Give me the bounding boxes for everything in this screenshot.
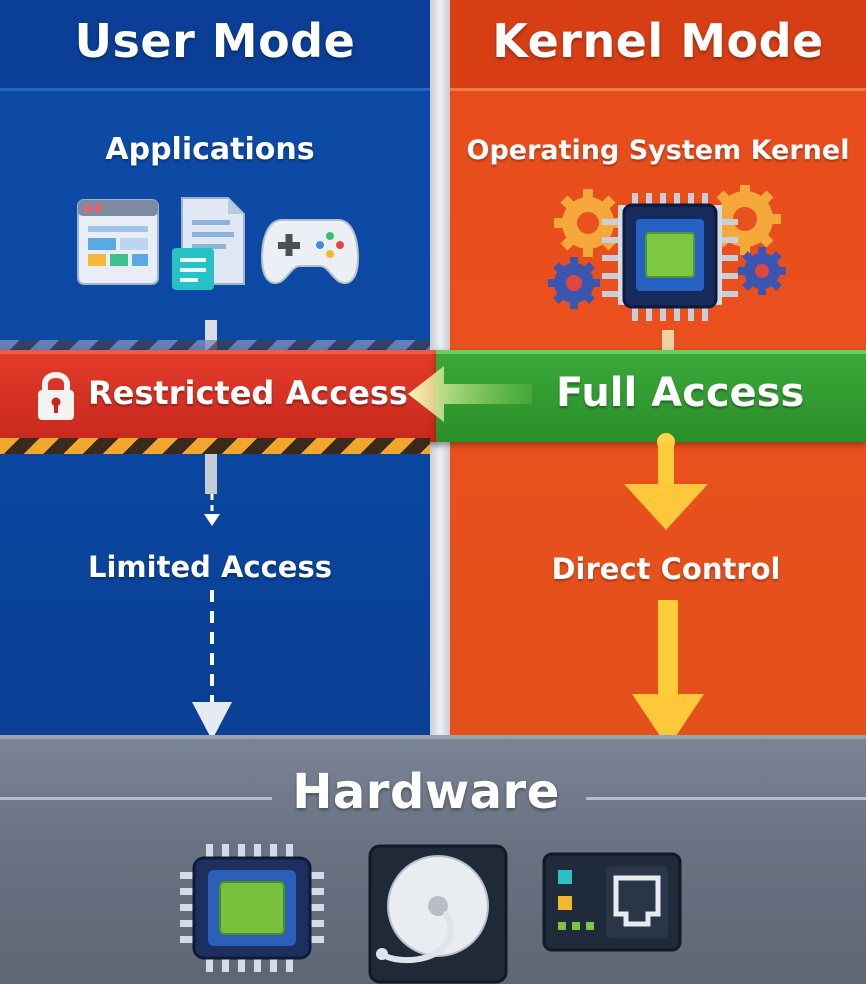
- restricted-access-bar: Restricted Access: [0, 350, 440, 442]
- kernel-mode-title: Kernel Mode: [492, 14, 824, 68]
- lock-icon: [38, 372, 74, 420]
- direct-control-arrow-bottom-icon: [632, 600, 704, 748]
- direct-control-label: Direct Control: [551, 552, 781, 586]
- limited-access-small-arrow-icon: [204, 494, 220, 526]
- limited-access-arrow-icon: [192, 590, 232, 740]
- restricted-bar-stripes: [0, 438, 430, 454]
- kernel-chip-with-gears-icon: [548, 185, 786, 321]
- user-mode-header: User Mode: [0, 0, 430, 91]
- document-icon: [172, 197, 245, 290]
- direct-control-arrow-top-icon: [624, 433, 708, 530]
- limited-access-stem: [205, 454, 217, 494]
- browser-window-icon: [77, 199, 159, 285]
- hardware-rule-right: [586, 797, 866, 800]
- gamepad-icon: [260, 219, 360, 284]
- network-port-icon: [542, 852, 682, 952]
- cpu-icon: [180, 844, 324, 972]
- left-arrow-icon: [408, 366, 532, 422]
- kernel-section-label: Operating System Kernel: [466, 135, 850, 166]
- applications-label: Applications: [105, 132, 315, 167]
- kernel-mode-header: Kernel Mode: [450, 0, 866, 91]
- user-mode-title: User Mode: [74, 14, 356, 68]
- hardware-rule-left: [0, 797, 272, 800]
- restricted-bar-top-stripes: [0, 340, 430, 350]
- restricted-access-label: Restricted Access: [88, 374, 408, 412]
- hardware-title: Hardware: [292, 764, 560, 820]
- full-access-label: Full Access: [556, 370, 805, 416]
- limited-access-label: Limited Access: [88, 550, 332, 584]
- hard-disk-icon: [368, 844, 508, 984]
- kernel-connector: [662, 330, 674, 352]
